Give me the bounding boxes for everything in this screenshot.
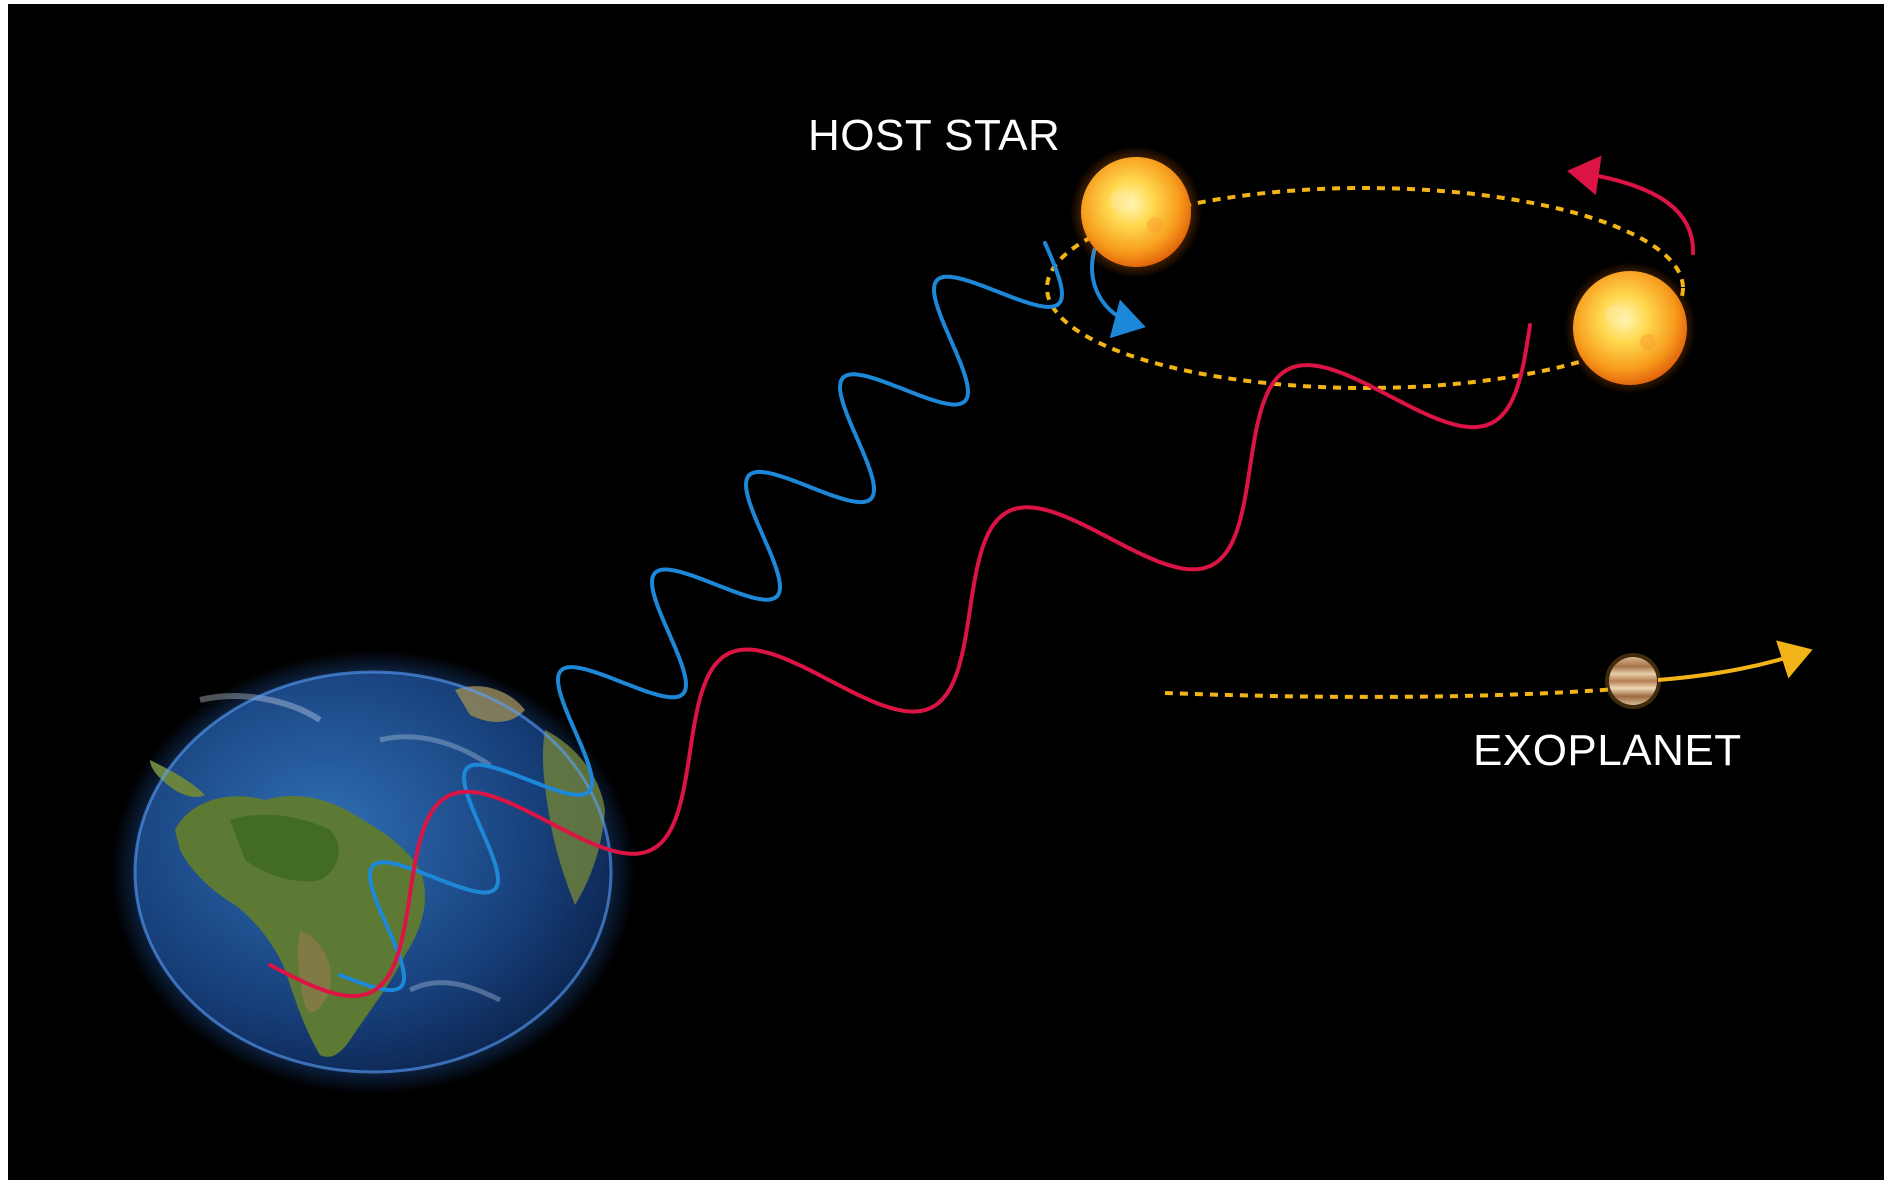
host-star-label: HOST STAR	[808, 111, 1060, 160]
star-motion-arrow-red	[1567, 155, 1696, 256]
exoplanet-label: EXOPLANET	[1473, 726, 1742, 775]
jupiter-like-planet-icon	[1605, 653, 1661, 709]
earth-icon	[111, 650, 635, 1094]
exoplanet-motion-arrow	[1657, 640, 1813, 682]
star-orbit-path	[1045, 186, 1685, 390]
star-icon-2	[1564, 262, 1696, 394]
star-icon	[1070, 146, 1202, 278]
exoplanet-orbit-path	[1164, 686, 1631, 699]
redshift-wave	[268, 323, 1532, 998]
blueshift-wave	[338, 241, 1065, 993]
